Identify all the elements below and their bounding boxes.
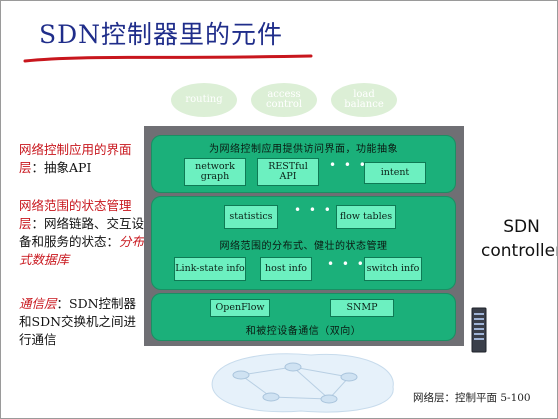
slide-title: SDN控制器里的元件 [39,20,284,49]
ellipsis-dots: • • • [327,257,366,271]
interface-layer-label: 为网络控制应用提供访问界面，功能抽象 [209,144,398,155]
note-interface-title: 网络控制应用的界面层 [19,142,132,175]
communication-layer: OpenFlow SNMP 和被控设备通信（双向） [151,293,456,341]
note-interface-layer: 网络控制应用的界面层：抽象API [19,141,149,177]
state-layer-label: 网络范围的分布式、健壮的状态管理 [219,241,388,252]
server-icon [471,307,487,353]
state-management-layer: statistics • • • flow tables 网络范围的分布式、健壮… [151,196,456,290]
note-interface-text: ：抽象API [31,160,92,175]
chip-switch-info: switch info [364,257,422,281]
chip-snmp: SNMP [330,299,394,317]
note-state-title: 网络范围的状态管理层 [19,198,132,231]
note-state-db: 分布式数据库 [19,234,145,267]
chip-link-state-info: Link-state info [174,257,246,281]
slide-footer: 网络层：控制平面 5-100 [413,392,531,404]
title-underline [23,54,313,63]
note-state-text: ：网络链路、交互设备和服务的状态： [19,216,145,249]
app-routing: routing [171,83,237,117]
chip-openflow: OpenFlow [210,299,270,317]
communication-layer-label: 和被控设备通信（双向） [245,326,362,337]
note-comm-layer: 通信层：SDN控制器和SDN交换机之间进行通信 [19,295,143,349]
note-comm-title: 通信层 [19,296,57,311]
chip-flow-tables: flow tables [336,205,396,229]
chip-host-info: host info [260,257,312,281]
ellipsis-dots: • • • [329,158,368,172]
chip-statistics: statistics [224,205,278,229]
data-plane-network-illustration [211,353,394,413]
note-state-layer: 网络范围的状态管理层：网络链路、交互设备和服务的状态：分布式数据库 [19,197,151,269]
sdn-controller-label: SDN controller [481,217,558,261]
chip-intent: intent [364,162,426,184]
note-comm-text: ：SDN控制器和SDN交换机之间进行通信 [19,296,137,347]
ellipsis-dots: • • • [294,203,333,217]
